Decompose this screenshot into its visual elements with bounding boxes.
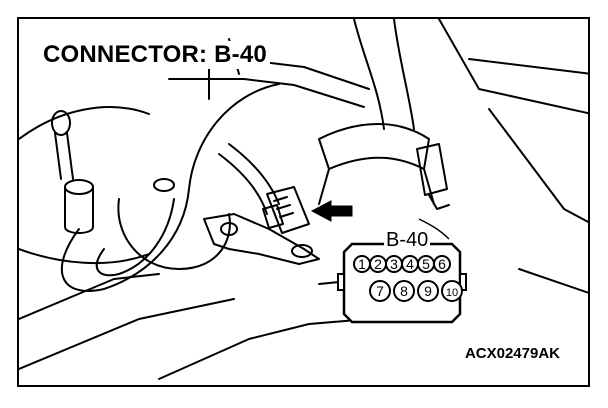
sensor-rib-1 [273, 196, 288, 202]
pin-circle-6 [433, 255, 451, 273]
body-panel-2 [468, 58, 588, 75]
cylinder-top [64, 179, 94, 195]
pin-label-1: 1 [358, 256, 366, 272]
pin-label-5: 5 [422, 256, 430, 272]
hose-lower-2 [423, 168, 435, 205]
rounded-housing [117, 198, 231, 270]
sensor-rib-2 [276, 204, 291, 210]
harness-cable-1 [228, 143, 280, 205]
sensor-base [291, 244, 313, 258]
body-panel-1 [438, 19, 588, 115]
body-panel-3 [488, 108, 588, 223]
bracket-bolt [220, 222, 238, 236]
pin-circle-10 [441, 280, 463, 302]
figure-code: ACX02479AK [462, 345, 562, 362]
ring-terminal [51, 110, 71, 136]
pin-label-8: 8 [400, 283, 408, 299]
pin-label-9: 9 [424, 283, 432, 299]
cylinder-body [64, 186, 94, 234]
hose-lower [318, 168, 330, 205]
hose-upper-1 [353, 19, 385, 130]
pin-circle-9 [417, 280, 439, 302]
sensor-rib-3 [279, 212, 294, 218]
body-panel-4 [518, 268, 588, 294]
ring-wire-2 [66, 132, 74, 180]
connector-callout-label: B-40 [384, 229, 431, 252]
ring-wire-1 [54, 132, 62, 180]
hose-upper-2 [393, 19, 415, 130]
pin-label-10: 10 [446, 287, 458, 299]
side-connector-tab [428, 194, 450, 210]
pin-label-7: 7 [376, 283, 384, 299]
engine-outline-upper [19, 106, 150, 140]
pin-circle-7 [369, 280, 391, 302]
sensor-bracket [203, 213, 320, 265]
callout-leader [418, 218, 450, 240]
pin-label-6: 6 [438, 256, 446, 272]
pin-label-2: 2 [374, 256, 382, 272]
manifold-line-2 [168, 78, 365, 108]
sensor-face [262, 204, 284, 229]
sensor-body [266, 186, 310, 234]
engine-outline-lower [19, 248, 150, 265]
pin-label-3: 3 [390, 256, 398, 272]
pin-circle-8 [393, 280, 415, 302]
engine-side-line [19, 273, 160, 320]
arrow-left-icon [310, 200, 353, 222]
engine-floor-line [19, 298, 235, 370]
harness-loop-inner [95, 198, 175, 277]
side-connector [416, 143, 448, 196]
diagram-title: CONNECTOR: B-40 [40, 41, 270, 69]
pin-label-4: 4 [406, 256, 414, 272]
harness-cable-2 [218, 153, 268, 215]
housing-boss [153, 178, 175, 192]
engine-lower-edge [158, 323, 310, 380]
harness-loop-outer [60, 83, 280, 292]
hose-clamp [318, 123, 430, 170]
